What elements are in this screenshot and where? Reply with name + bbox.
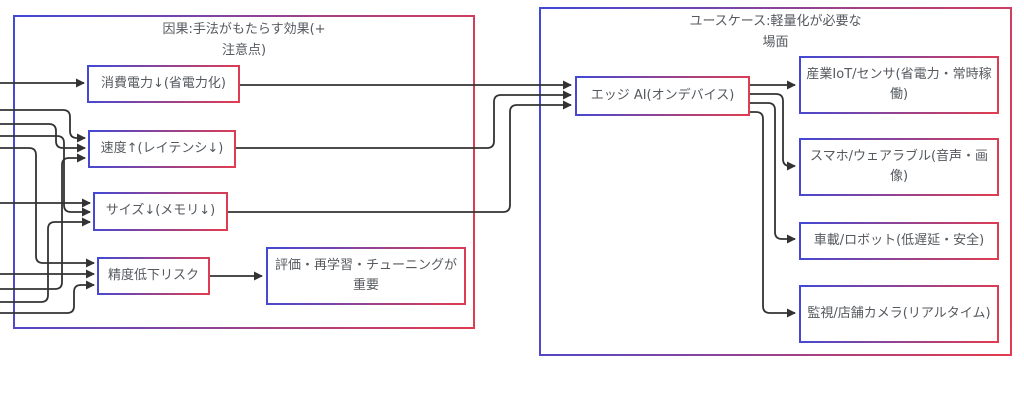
node-power-label: 消費電力↓(省電力化) (100, 75, 227, 91)
edge-offscreen-accuracy-1 (0, 147, 95, 268)
node-surveillance[interactable]: 監視/店舗カメラ(リアルタイム) (799, 285, 999, 343)
node-evaluation-label: 評価・再学習・チューニングが重要 (274, 257, 457, 293)
edge-offscreen-size-2 (0, 135, 91, 217)
node-industrial-iot[interactable]: 産業IoT/センサ(省電力・常時稼働) (799, 56, 999, 114)
node-accuracy-risk[interactable]: 精度低下リスク (97, 257, 210, 295)
edge-edgeai-automotive (750, 102, 796, 244)
node-power[interactable]: 消費電力↓(省電力化) (87, 65, 240, 103)
edge-edgeai-surveillance (750, 111, 796, 318)
node-edge-ai[interactable]: エッジ AI(オンデバイス) (575, 76, 750, 116)
edge-speed-edgeai (236, 90, 572, 149)
node-edge-ai-label: エッジ AI(オンデバイス) (590, 87, 735, 103)
container-causes-title: 因果:手法がもたらす効果(+ 注意点) (162, 22, 326, 58)
edge-offscreen-speed-3 (0, 153, 86, 290)
node-surveillance-label: 監視/店舗カメラ(リアルタイム) (807, 305, 991, 321)
edge-offscreen-speed-1 (0, 109, 86, 143)
node-smartphone-label: スマホ/ウェアラブル(音声・画像) (809, 148, 989, 184)
node-speed[interactable]: 速度↑(レイテンシ↓) (88, 130, 236, 168)
edge-size-edgeai (228, 100, 572, 213)
node-smartphone[interactable]: スマホ/ウェアラブル(音声・画像) (799, 138, 999, 196)
node-automotive[interactable]: 車載/ロボット(低遅延・安全) (799, 222, 999, 260)
node-evaluation[interactable]: 評価・再学習・チューニングが重要 (266, 247, 466, 305)
edge-edgeai-smartphone (750, 93, 796, 171)
node-speed-label: 速度↑(レイテンシ↓) (100, 140, 224, 156)
node-accuracy-risk-label: 精度低下リスク (107, 267, 199, 283)
node-size-label: サイズ↓(メモリ↓) (105, 203, 216, 219)
edge-offscreen-accuracy-3 (0, 280, 95, 314)
node-industrial-iot-label: 産業IoT/センサ(省電力・常時稼働) (806, 66, 992, 102)
container-usecases-title: ユースケース:軽量化が必要な 場面 (689, 14, 862, 50)
node-size[interactable]: サイズ↓(メモリ↓) (93, 192, 228, 231)
node-automotive-label: 車載/ロボット(低遅延・安全) (813, 232, 985, 248)
edge-offscreen-size-3 (0, 217, 91, 303)
